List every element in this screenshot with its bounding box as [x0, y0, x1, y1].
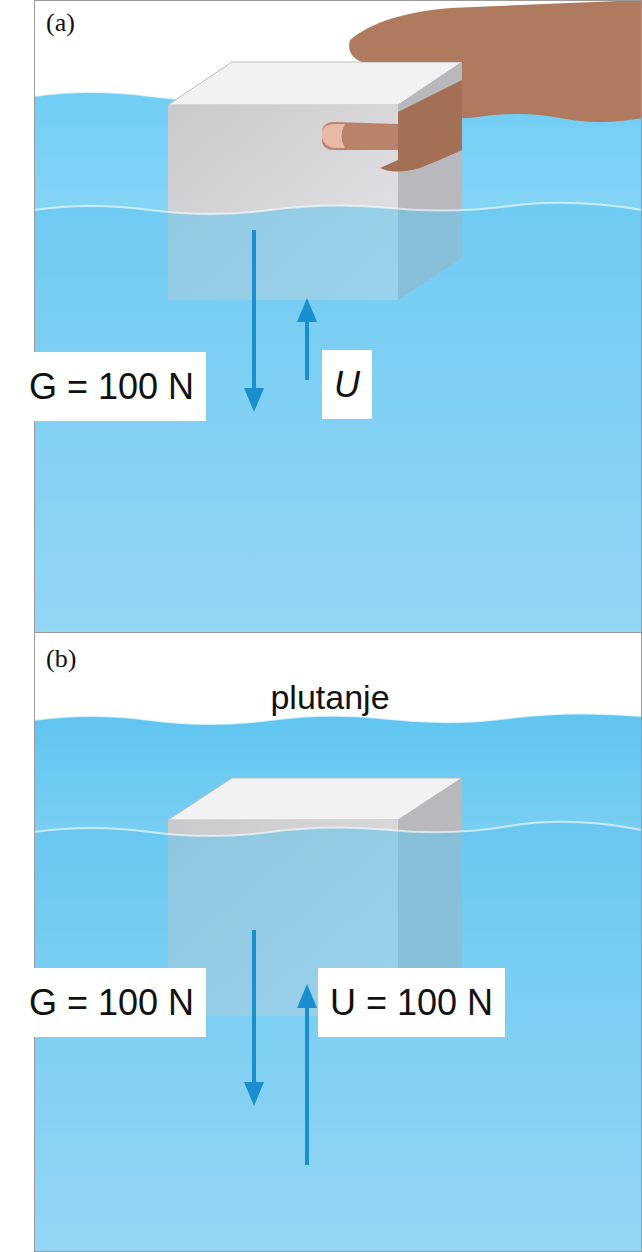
panel-letter: (b): [42, 642, 80, 676]
panel-title: plutanje: [266, 676, 393, 719]
panel-frame: [35, 1, 642, 633]
force-label: G = 100 N: [17, 968, 206, 1037]
panel-frame: [35, 633, 642, 1252]
panel-letter: (a): [42, 6, 79, 40]
force-label: G = 100 N: [17, 352, 206, 421]
force-label: U: [322, 350, 372, 419]
force-arrows-a: [244, 230, 317, 412]
force-label: U = 100 N: [318, 968, 505, 1037]
force-arrows-b: [244, 930, 317, 1165]
hand: [322, 0, 642, 172]
